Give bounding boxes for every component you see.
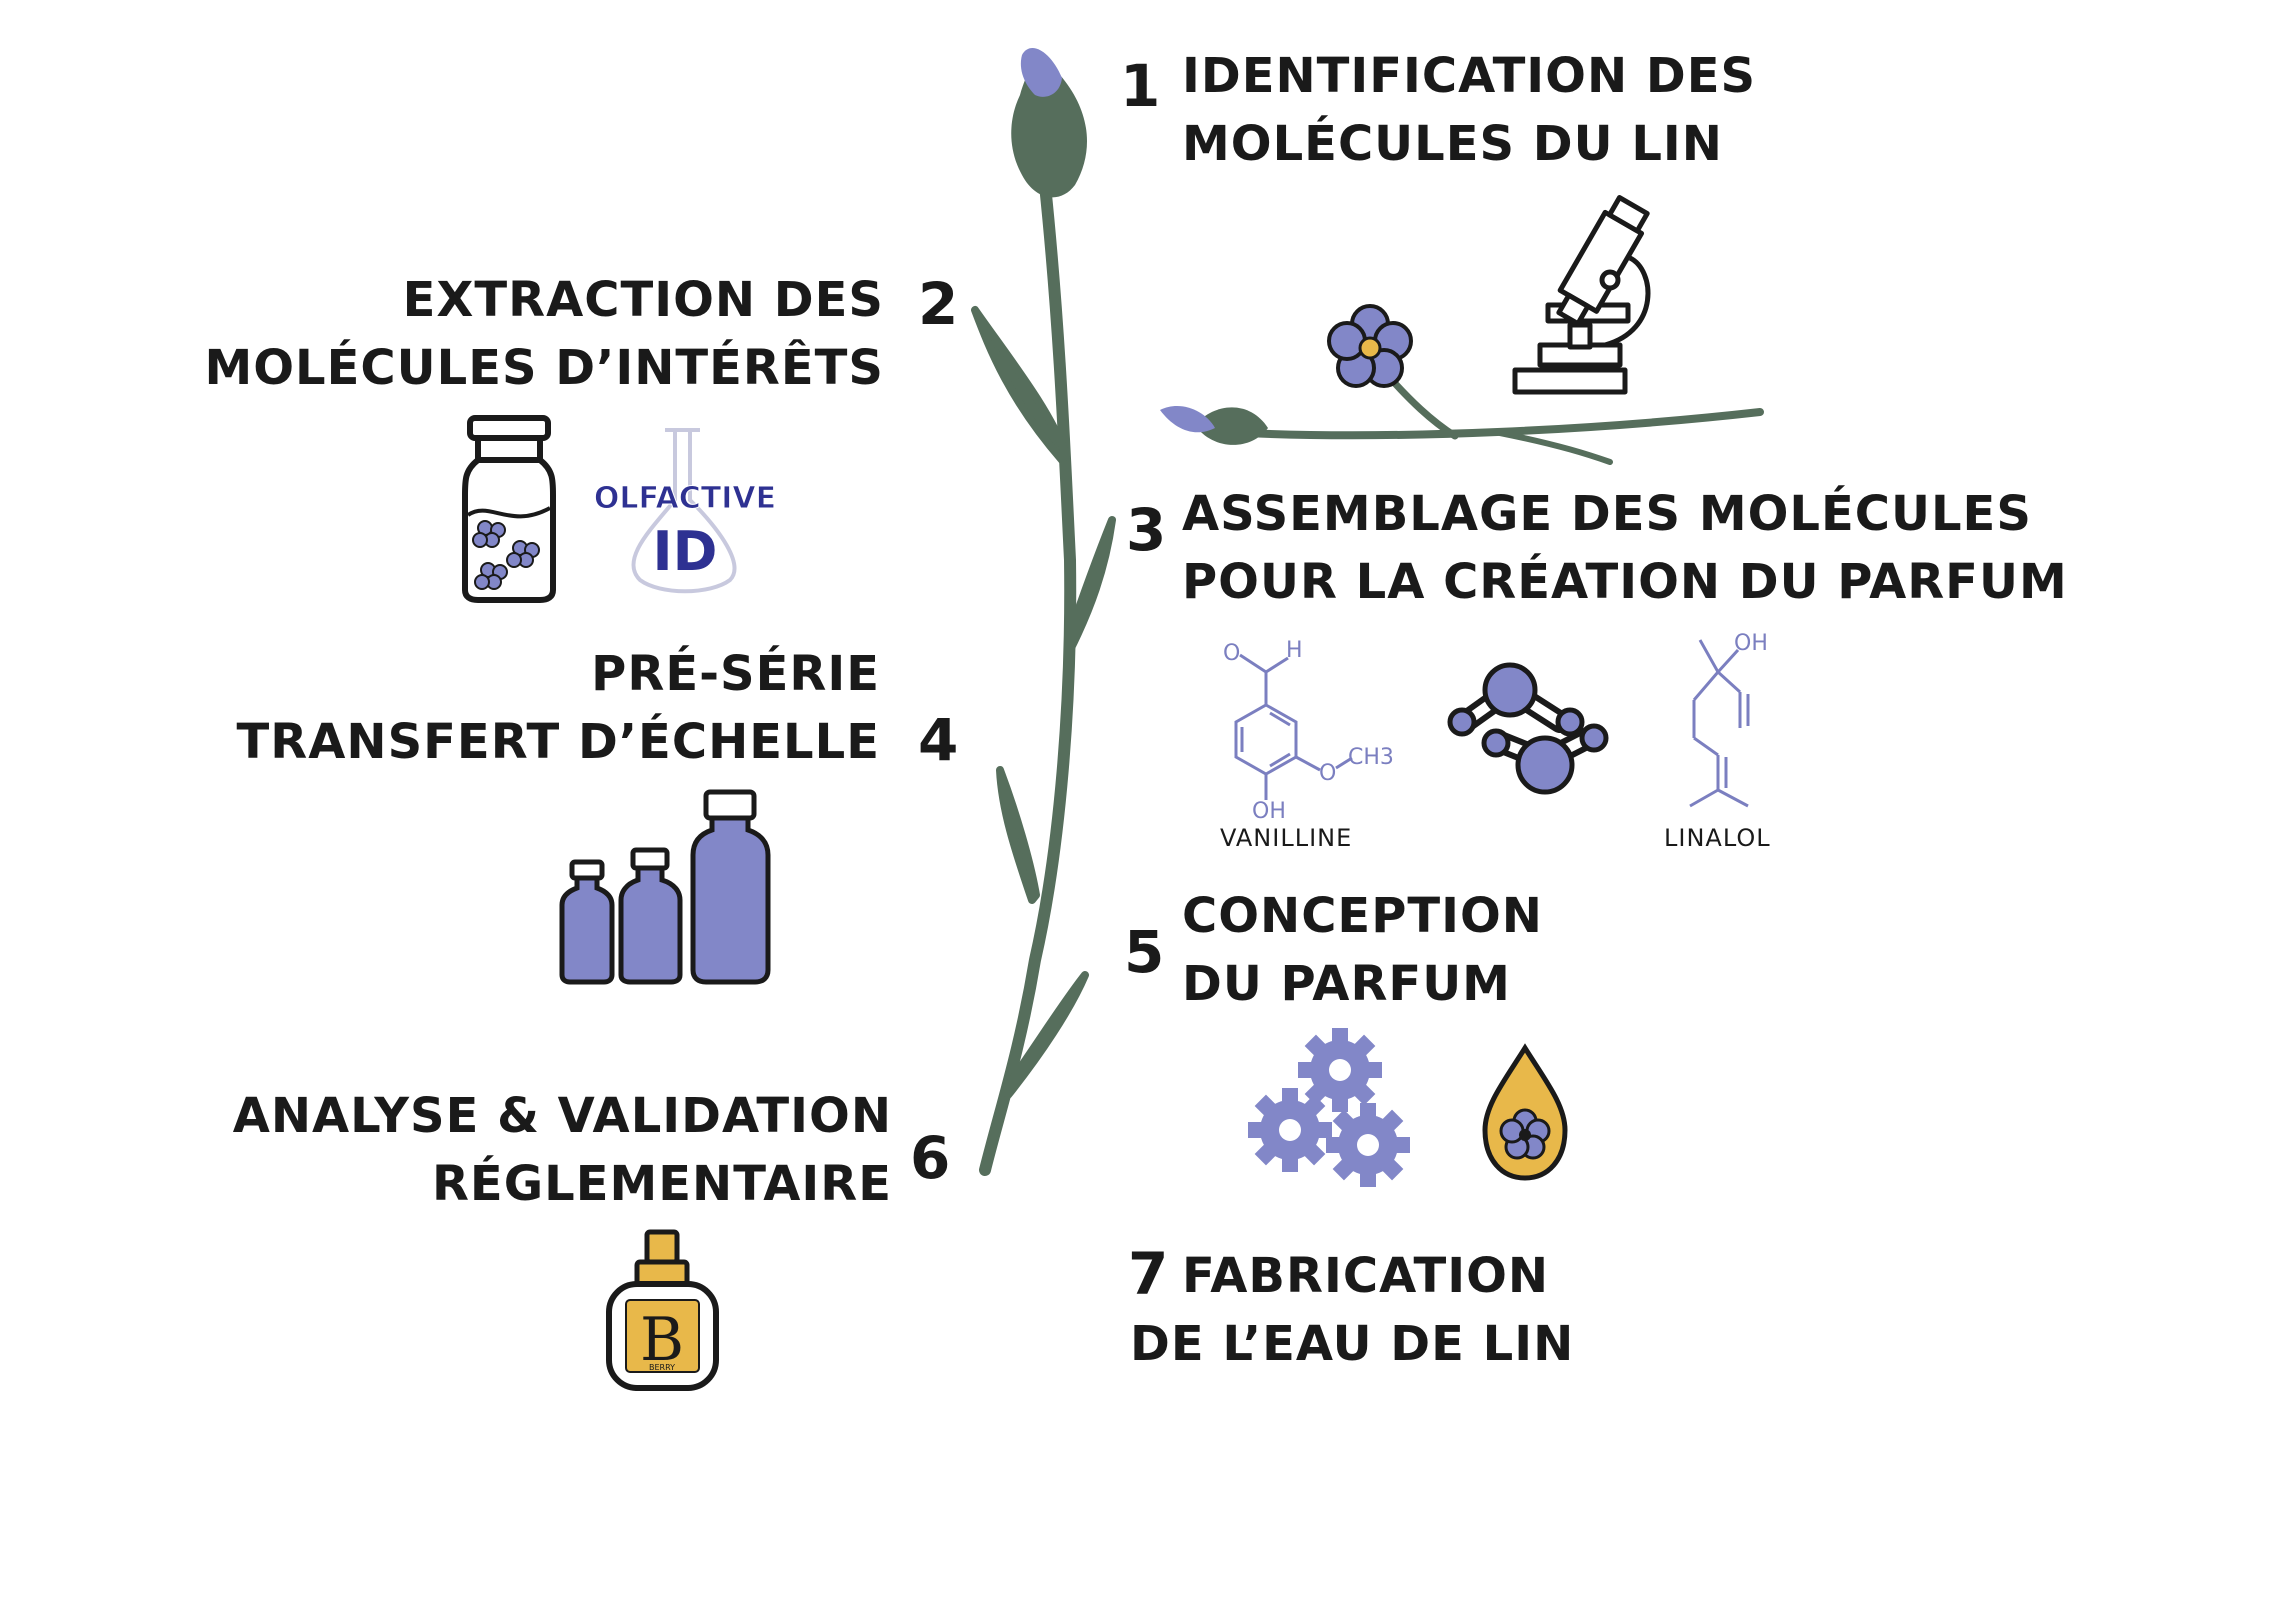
step-7-line-1: FABRICATION xyxy=(1182,1248,1550,1304)
step-number-5: 5 xyxy=(1124,918,1165,986)
olfactive-id-logo: OLFACTIVE ID xyxy=(593,428,777,594)
oil-drop-flower-icon xyxy=(1482,1043,1568,1181)
olfactive-logo-line1: OLFACTIVE xyxy=(594,481,776,516)
vanilline-atom-oh: OH xyxy=(1252,799,1286,824)
step-number-1: 1 xyxy=(1120,52,1161,120)
bottles-scale-icon xyxy=(559,789,771,985)
step-6-line-2: RÉGLEMENTAIRE xyxy=(431,1156,892,1212)
step-2-line-2: MOLÉCULES D’INTÉRÊTS xyxy=(204,340,884,396)
linalol-structure xyxy=(1689,639,1750,808)
step-7-line-2: DE L’EAU DE LIN xyxy=(1130,1316,1575,1372)
step-number-6: 6 xyxy=(910,1124,951,1192)
step-4-line-1: PRÉ-SÉRIE xyxy=(591,646,880,702)
step-number-4: 4 xyxy=(918,706,959,774)
step-7-text-line2: DE L’EAU DE LIN xyxy=(1130,1310,1574,1378)
step-1-line-1: IDENTIFICATION DES xyxy=(1182,48,1757,104)
flax-bud xyxy=(1011,58,1087,198)
jar-with-flowers-icon xyxy=(462,415,556,603)
step-1-line-2: MOLÉCULES DU LIN xyxy=(1182,116,1723,172)
step-6-text: ANALYSE & VALIDATION RÉGLEMENTAIRE xyxy=(233,1082,892,1218)
step-3-text: ASSEMBLAGE DES MOLÉCULES POUR LA CRÉATIO… xyxy=(1182,480,2068,616)
branch-bud xyxy=(1195,407,1268,445)
flax-stem xyxy=(971,48,1116,1176)
stem-leaf xyxy=(1001,971,1089,1099)
step-5-text: CONCEPTION DU PARFUM xyxy=(1182,882,1543,1018)
step-number-2: 2 xyxy=(918,270,959,338)
microscope-icon xyxy=(1512,195,1651,395)
perfume-brand-name: BERRY xyxy=(649,1363,675,1372)
step-number-7: 7 xyxy=(1128,1240,1169,1308)
stem-leaf xyxy=(1064,516,1116,654)
step-3-line-1: ASSEMBLAGE DES MOLÉCULES xyxy=(1182,486,2032,542)
vanilline-structure xyxy=(1234,653,1353,800)
step-2-line-1: EXTRACTION DES xyxy=(402,272,884,328)
step-3-line-2: POUR LA CRÉATION DU PARFUM xyxy=(1182,554,2068,610)
vanilline-label: VANILLINE xyxy=(1220,824,1353,852)
flax-bud-petals xyxy=(1020,48,1062,97)
step-5-line-1: CONCEPTION xyxy=(1182,888,1543,944)
perfume-brand-letter: B xyxy=(640,1305,684,1375)
step-7-text: FABRICATION xyxy=(1182,1242,1549,1310)
stem-leaf xyxy=(971,306,1070,464)
step-1-text: IDENTIFICATION DES MOLÉCULES DU LIN xyxy=(1182,42,1756,178)
linalol-atom-oh: OH xyxy=(1734,631,1768,656)
step-number-3: 3 xyxy=(1126,496,1167,564)
flax-flower-icon xyxy=(1327,304,1413,388)
stem-leaf xyxy=(996,766,1040,904)
vanilline-atom-h: H xyxy=(1286,638,1303,663)
molecule-model-icon xyxy=(1447,662,1609,795)
vanilline-atom-o2: O xyxy=(1319,761,1336,786)
olfactive-logo-line2: ID xyxy=(653,520,718,583)
step-4-text: PRÉ-SÉRIE TRANSFERT D’ÉCHELLE xyxy=(237,640,880,776)
step-6-line-1: ANALYSE & VALIDATION xyxy=(232,1088,892,1144)
step-5-line-2: DU PARFUM xyxy=(1182,956,1511,1012)
vanilline-atom-ch3: CH3 xyxy=(1348,745,1394,770)
linalol-label: LINALOL xyxy=(1664,824,1771,852)
horizontal-flax-branch xyxy=(1160,374,1764,465)
step-2-text: EXTRACTION DES MOLÉCULES D’INTÉRÊTS xyxy=(204,266,884,402)
vanilline-atom-o: O xyxy=(1223,641,1240,666)
gears-icon xyxy=(1248,1028,1410,1187)
step-4-line-2: TRANSFERT D’ÉCHELLE xyxy=(236,714,880,770)
perfume-bottle-icon: B BERRY xyxy=(606,1229,719,1391)
